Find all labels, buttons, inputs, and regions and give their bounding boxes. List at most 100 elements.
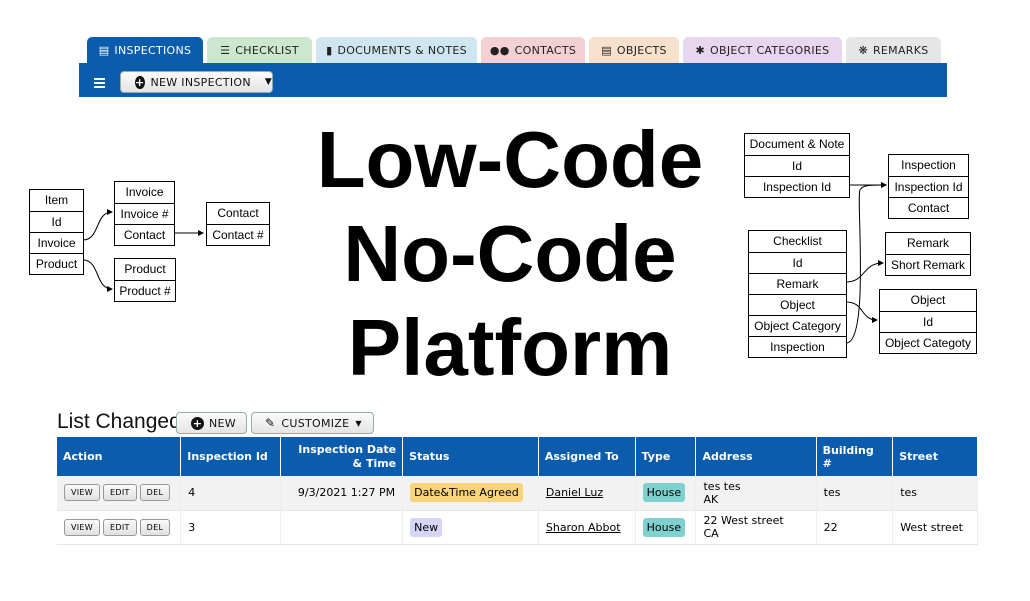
entity-field: Remark	[906, 236, 949, 250]
menu-icon[interactable]	[94, 78, 105, 88]
gear-icon: ❋	[858, 43, 868, 57]
entity-contact: Contact Contact #	[206, 202, 270, 246]
entity-field: Item	[44, 193, 69, 207]
address-state: AK	[703, 492, 719, 506]
status-badge: New	[410, 517, 443, 537]
entity-field: Short Remark	[886, 254, 970, 275]
status-badge: Date&Time Agreed	[410, 483, 523, 503]
tab-object-categories[interactable]: ✱ OBJECT CATEGORIES	[683, 37, 842, 63]
users-icon: ●●	[489, 43, 510, 57]
caret-down-icon[interactable]: ▼	[264, 77, 273, 87]
assigned-to-link[interactable]: Daniel Luz	[545, 486, 604, 500]
caret-down-icon: ▼	[355, 418, 362, 428]
plus-circle-icon: +	[191, 416, 204, 430]
status-cell: New	[402, 510, 539, 545]
type-badge: House	[642, 517, 686, 537]
type-cell: House	[635, 510, 697, 545]
entity-field: Contact	[115, 224, 174, 245]
entity-field: Product	[124, 262, 166, 276]
column-header[interactable]: Inspection Date & Time	[280, 437, 404, 476]
tab-remarks[interactable]: ❋ REMARKS	[846, 37, 941, 63]
tab-inspections[interactable]: ▤ INSPECTIONS	[87, 37, 203, 63]
entity-inspection: Inspection Inspection Id Contact	[888, 154, 969, 219]
edit-icon: ✎	[265, 416, 276, 430]
edit-button[interactable]: EDIT	[103, 484, 137, 502]
new-button[interactable]: + NEW	[176, 412, 247, 434]
tab-label: CHECKLIST	[235, 43, 299, 57]
clipboard-icon: ▤	[98, 43, 110, 57]
delete-button[interactable]: DEL	[139, 518, 171, 536]
asterisk-icon: ✱	[695, 43, 706, 57]
new-inspection-button[interactable]: + NEW INSPECTION ▼	[120, 71, 273, 93]
entity-field: Id	[30, 211, 83, 232]
tab-label: OBJECT CATEGORIES	[710, 43, 830, 57]
assigned-cell: Sharon Abbot	[538, 510, 636, 545]
address-cell: tes tes AK	[695, 476, 817, 511]
column-header[interactable]: Inspection Id	[180, 437, 282, 476]
address-state: CA	[703, 527, 719, 540]
address-line: 22 West street	[703, 514, 784, 527]
entity-field: Product #	[115, 280, 175, 301]
entity-field: Object	[910, 293, 946, 307]
relation-line	[82, 259, 113, 292]
column-header[interactable]: Building #	[816, 437, 894, 476]
entity-field: Invoice	[30, 232, 83, 253]
column-header[interactable]: Type	[635, 437, 697, 476]
building-cell: tes	[816, 476, 894, 511]
view-button[interactable]: VIEW	[64, 518, 100, 536]
entity-field: Invoice	[125, 185, 164, 199]
tab-objects[interactable]: ▤ OBJECTS	[589, 37, 679, 63]
entity-field: Remark	[749, 273, 846, 294]
entity-item: Item Id Invoice Product	[29, 189, 84, 275]
relation-line	[845, 301, 878, 323]
entity-field: Id	[749, 252, 846, 273]
hero-line-3: Platform	[347, 303, 673, 392]
column-header[interactable]: Address	[695, 437, 817, 476]
list-title: List Changed	[57, 410, 181, 433]
document-icon: ▮	[326, 43, 333, 57]
relation-line	[845, 260, 884, 283]
tab-label: OBJECTS	[616, 43, 667, 57]
assigned-to-link[interactable]: Sharon Abbot	[545, 520, 621, 534]
entity-field: Contact	[889, 197, 968, 218]
status-cell: Date&Time Agreed	[402, 476, 539, 511]
delete-button[interactable]: DEL	[139, 484, 171, 502]
tab-contacts[interactable]: ●● CONTACTS	[481, 37, 585, 63]
new-inspection-label: NEW INSPECTION	[150, 75, 251, 89]
entity-invoice: Invoice Invoice # Contact	[114, 181, 175, 246]
view-button[interactable]: VIEW	[64, 484, 100, 502]
entity-field: Checklist	[773, 234, 822, 248]
column-header[interactable]: Street	[892, 437, 978, 476]
assigned-cell: Daniel Luz	[538, 476, 636, 511]
entity-field: Id	[745, 155, 849, 176]
column-header[interactable]: Action	[57, 437, 182, 476]
entity-field: Inspection Id	[889, 176, 968, 197]
entity-checklist: Checklist Id Remark Object Object Catego…	[748, 230, 847, 358]
date-cell	[280, 510, 404, 545]
clipboard-icon: ▤	[601, 43, 612, 57]
tab-documents-notes[interactable]: ▮ DOCUMENTS & NOTES	[316, 37, 477, 63]
entity-document-note: Document & Note Id Inspection Id	[744, 133, 850, 198]
customize-label: CUSTOMIZE	[281, 416, 350, 430]
hero-line-2: No-Code	[343, 209, 677, 298]
type-cell: House	[635, 476, 697, 511]
entity-field: Id	[880, 311, 976, 332]
inspection-id-cell: 4	[180, 476, 282, 511]
customize-button[interactable]: ✎ CUSTOMIZE ▼	[251, 412, 374, 434]
tab-label: REMARKS	[872, 43, 929, 57]
entity-field: Object Categoty	[880, 332, 976, 353]
tab-checklist[interactable]: ☰ CHECKLIST	[207, 37, 312, 63]
tab-label: CONTACTS	[514, 43, 577, 57]
entity-field: Object Category	[749, 315, 846, 336]
plus-circle-icon: +	[135, 75, 145, 89]
entity-field: Invoice #	[115, 203, 174, 224]
entity-field: Object	[749, 294, 846, 315]
column-header[interactable]: Status	[402, 437, 539, 476]
type-badge: House	[642, 483, 686, 503]
entity-object: Object Id Object Categoty	[879, 289, 977, 354]
edit-button[interactable]: EDIT	[103, 518, 137, 536]
column-header[interactable]: Assigned To	[538, 437, 636, 476]
